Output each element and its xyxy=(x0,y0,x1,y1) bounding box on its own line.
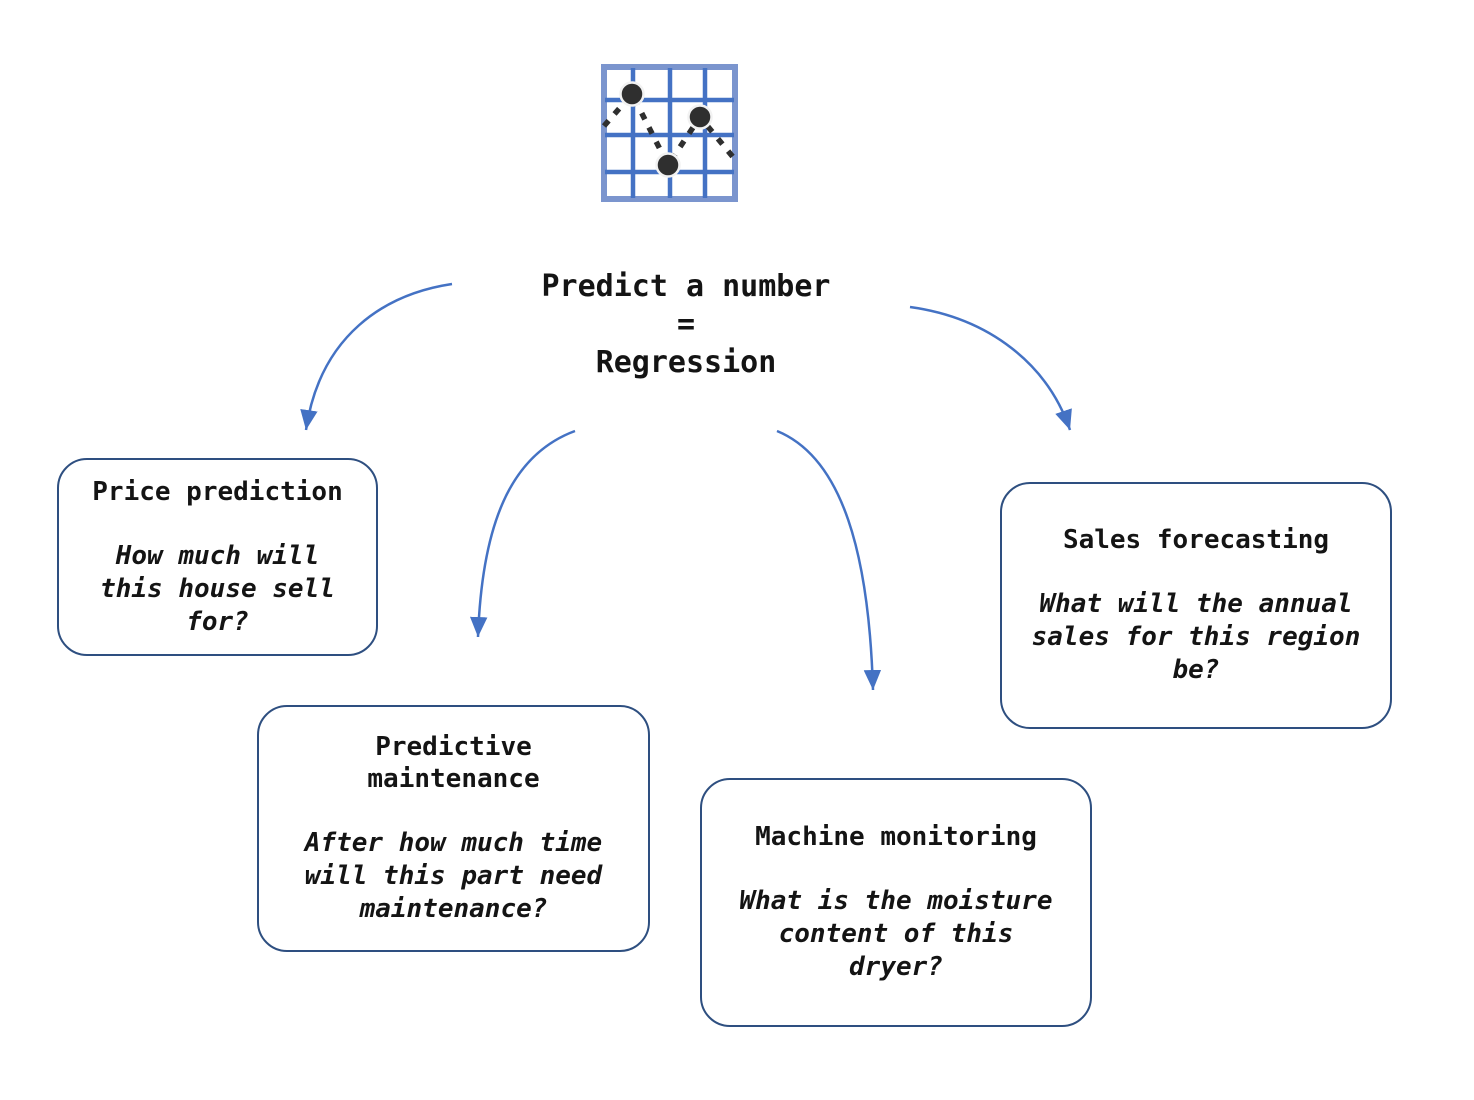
box-title: Price prediction xyxy=(92,476,343,507)
icon-data-points xyxy=(619,81,713,178)
box-question: What will the annual sales for this regi… xyxy=(1031,589,1361,685)
box-sales-forecasting: Sales forecasting What will the annual s… xyxy=(1000,482,1392,729)
icon-dashed-trend-line xyxy=(601,89,736,171)
box-question: How much will this house sell for? xyxy=(100,540,335,637)
box-title: Predictive maintenance xyxy=(367,732,540,794)
box-machine-monitoring: Machine monitoring What is the moisture … xyxy=(700,778,1092,1027)
box-question: After how much time will this part need … xyxy=(304,828,603,924)
box-title: Sales forecasting xyxy=(1062,525,1330,555)
center-heading: Predict a number = Regression xyxy=(541,269,831,380)
arrow-to-machine-monitoring xyxy=(776,429,882,691)
line-chart-grid-icon xyxy=(601,64,738,202)
box-title: Machine monitoring xyxy=(755,822,1037,852)
box-predictive-maintenance: Predictive maintenance After how much ti… xyxy=(257,705,650,952)
box-question: What is the moisture content of this dry… xyxy=(739,886,1053,982)
arrow-to-predictive-maintenance xyxy=(469,429,576,638)
box-price-prediction: Price prediction How much will this hous… xyxy=(57,458,378,656)
arrow-to-price-prediction xyxy=(300,282,453,431)
